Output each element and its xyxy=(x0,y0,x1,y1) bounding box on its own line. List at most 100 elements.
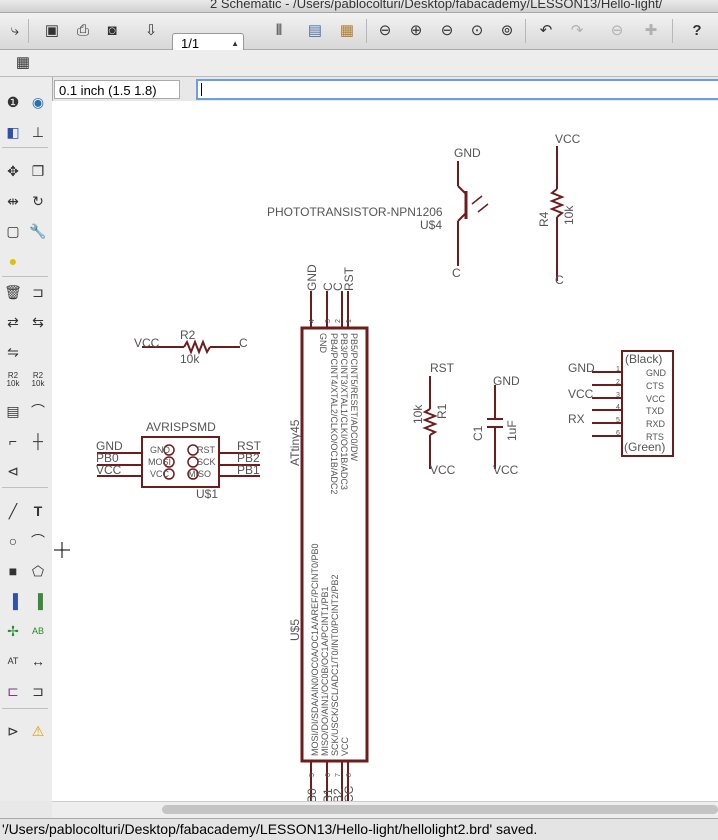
attiny-bottom-pin-name-1: MOSI/DI/SDA/AIN0/OC0A/OC1A/AREF/PCINT0/P… xyxy=(310,543,320,756)
invoke-icon[interactable]: ┼ xyxy=(33,433,43,449)
avrisp-net-right-3: PB1 xyxy=(237,463,260,477)
bus-icon[interactable]: ▐ xyxy=(8,593,18,609)
go-icon[interactable]: ✚ xyxy=(644,22,658,39)
attiny-top-net-1: GND xyxy=(305,264,319,291)
avrisp-name: AVRISPSMD xyxy=(146,420,216,434)
avrisp-pin-left-2: MOSI xyxy=(148,457,171,467)
optimize-icon[interactable]: ⊲ xyxy=(7,462,19,479)
script-run-icon[interactable]: ▤ xyxy=(307,22,323,39)
junction-icon[interactable]: ✢ xyxy=(7,622,19,639)
zoom-fit-icon[interactable]: ⊖ xyxy=(378,22,392,39)
info-icon[interactable]: ❶ xyxy=(6,93,20,110)
attiny-bottom-pin-number-1: 5 xyxy=(309,773,316,777)
grid-icon[interactable]: ▦ xyxy=(15,54,31,71)
mirror-icon[interactable]: ⇹ xyxy=(7,192,19,209)
coordinate-display: 0.1 inch (1.5 1.8) xyxy=(54,80,180,99)
show-icon[interactable]: ◉ xyxy=(31,93,45,110)
attiny-bottom-pin-number-4: 8 xyxy=(346,773,353,777)
paste-icon[interactable]: ● xyxy=(8,253,18,269)
horizontal-scrollbar[interactable] xyxy=(52,801,718,818)
print-icon[interactable]: ⎙ xyxy=(76,21,89,39)
r4-top-net: VCC xyxy=(555,132,581,146)
zoom-out-icon[interactable]: ⊖ xyxy=(440,22,454,39)
ftdi-bottom-label: (Green) xyxy=(624,440,665,454)
copy-icon[interactable]: ❐ xyxy=(31,162,45,179)
redo-icon[interactable]: ↷ xyxy=(570,22,584,39)
rotate-icon[interactable]: ↻ xyxy=(32,192,44,209)
name-tool-icon[interactable]: R2 10k xyxy=(2,369,24,391)
main-toolbar: ⤷ ▣ ⎙ ◙ ⇩ 1/1 ▲▼ ⫴ ▤ ▦ ⊖ ⊕ ⊖ ⊙ ⊚ ↶ ↷ ⊖ ✚… xyxy=(0,13,718,67)
zoom-redraw-icon[interactable]: ⊙ xyxy=(470,22,484,39)
status-bar: '/Users/pablocolturi/Desktop/fabacademy/… xyxy=(0,818,718,840)
avrisp-net-left-2: PB0 xyxy=(96,451,119,465)
script-icon[interactable]: ⇩ xyxy=(144,22,158,39)
help-icon[interactable]: ? xyxy=(692,21,702,39)
palette-separator xyxy=(2,147,48,148)
rect-icon[interactable]: ■ xyxy=(8,563,18,579)
change-icon[interactable]: 🔧 xyxy=(29,222,47,239)
miter-icon[interactable]: ⌒ xyxy=(31,403,45,419)
delete-icon[interactable]: 🗑 xyxy=(4,283,22,300)
polygon-icon[interactable]: ⬠ xyxy=(31,562,45,579)
attiny-bottom-net-1: PB0 xyxy=(305,788,319,801)
ftdi-pin-number-1: 1 xyxy=(616,366,620,373)
arc-icon[interactable]: ⌒ xyxy=(31,533,45,549)
avrisp-net-left-1: GND xyxy=(96,439,123,453)
value-tool-icon[interactable]: R2 10k xyxy=(27,369,49,391)
text-caret xyxy=(201,83,202,96)
ftdi-pin-number-3: 3 xyxy=(616,392,620,399)
dimension-icon[interactable]: ↔ xyxy=(31,653,45,669)
add-icon[interactable]: ⊐ xyxy=(32,283,44,300)
cam-icon[interactable]: ◙ xyxy=(107,21,117,39)
ftdi-net-vcc: VCC xyxy=(568,387,594,401)
ftdi-pin-name-5: RXD xyxy=(646,419,666,429)
attiny-top-pin-name-4: PB5/PCINT5/RESET/ADC0/DW xyxy=(349,333,359,462)
text-icon[interactable]: T xyxy=(33,503,43,519)
attiny-bottom-pin-name-3: SCK/USCK/SCL/ADC1/T0/INT0/PCINT2/PB2 xyxy=(330,574,340,756)
attiny-top-pin-name-2: PB4/PCINT4/XTAL2/CLKO/OC1B/ADC2 xyxy=(329,333,339,494)
attiny-top-pin-name-1: GND xyxy=(318,333,328,354)
group-icon[interactable]: ▢ xyxy=(6,222,20,239)
display-layers-icon[interactable]: ◧ xyxy=(6,123,20,140)
scrollbar-thumb[interactable] xyxy=(162,805,718,814)
toolbar-separator xyxy=(366,19,367,43)
modules-icon[interactable]: ⊐ xyxy=(32,682,44,699)
palette-separator xyxy=(2,708,48,709)
attiny-top-pin-number-2: 3 xyxy=(325,319,332,323)
command-input[interactable] xyxy=(196,79,718,100)
mark-icon[interactable]: ⊥ xyxy=(31,123,45,140)
avrisp-ref: U$1 xyxy=(196,487,218,501)
r4-value: 10k xyxy=(562,205,576,225)
net-icon[interactable]: ▐ xyxy=(33,593,43,609)
replace-icon[interactable]: ⇋ xyxy=(7,343,19,360)
zoom-in-icon[interactable]: ⊕ xyxy=(409,22,423,39)
phototransistor-top-net: GND xyxy=(454,146,481,160)
gateswap-icon[interactable]: ⇆ xyxy=(32,313,44,330)
frame-icon[interactable]: ⊏ xyxy=(7,682,19,699)
attiny-ref: U$5 xyxy=(288,619,302,641)
erc-icon[interactable]: ⊳ xyxy=(7,722,19,739)
smash-icon[interactable]: ▤ xyxy=(6,402,20,419)
split-icon[interactable]: ⌐ xyxy=(8,433,18,449)
ulp-run-icon[interactable]: ▦ xyxy=(339,22,355,39)
ulp-icon[interactable]: ⫴ xyxy=(275,21,283,39)
avrisp-pin-right-1: RST xyxy=(197,445,216,455)
pinswap-icon[interactable]: ⇄ xyxy=(7,313,19,330)
attiny-bottom-pin-number-3: 7 xyxy=(335,773,342,777)
move-icon[interactable]: ✥ xyxy=(7,162,19,179)
stop-icon[interactable]: ⊖ xyxy=(610,22,624,39)
r2-value: 10k xyxy=(180,352,200,366)
label-icon[interactable]: AB xyxy=(31,626,44,636)
save-icon[interactable]: ▣ xyxy=(44,22,60,39)
open-icon[interactable]: ⤷ xyxy=(10,21,20,39)
ftdi-pin-number-6: 6 xyxy=(616,430,620,437)
attribute-icon[interactable]: AT xyxy=(7,656,19,666)
wire-icon[interactable]: ╱ xyxy=(8,502,18,519)
schematic-canvas[interactable]: GND C PHOTOTRANSISTOR-NPN1206 U$4 VCC C … xyxy=(52,101,718,811)
errors-icon[interactable]: ⚠ xyxy=(31,722,45,739)
attiny-bottom-net-4: VCC xyxy=(342,785,356,801)
c1-bottom-net: VCC xyxy=(493,463,519,477)
zoom-select-icon[interactable]: ⊚ xyxy=(500,22,514,39)
undo-icon[interactable]: ↶ xyxy=(539,22,553,39)
circle-icon[interactable]: ○ xyxy=(8,533,18,549)
